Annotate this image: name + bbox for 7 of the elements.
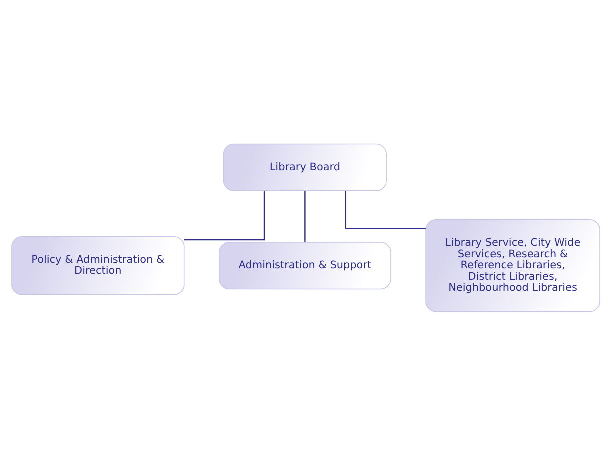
node-box: Library Board [223,144,387,192]
node-box: Administration & Support [219,242,392,290]
node-box: Library Service, City Wide Services, Research & Reference Libraries, District Libraries, Neighbourhood Libraries [426,220,600,312]
connector [345,191,426,230]
connector [184,191,266,241]
node-box: Policy & Administration & Direction [12,236,185,296]
connector [304,191,306,242]
